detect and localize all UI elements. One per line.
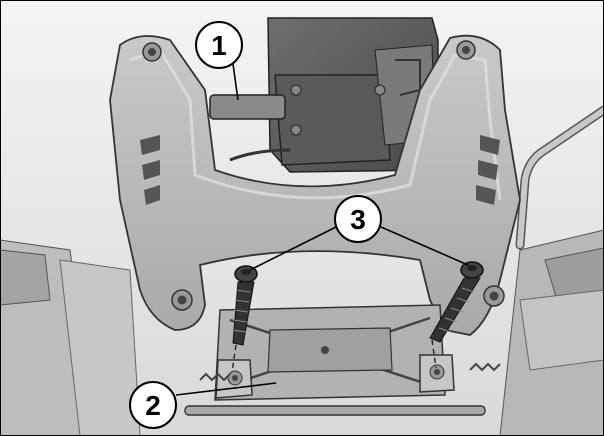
- leader-line-2: [175, 382, 277, 396]
- leader-line-3a: [249, 223, 343, 271]
- callout-2: 2: [129, 381, 177, 429]
- callout-2-label: 2: [145, 390, 161, 421]
- guide-line-right: [431, 339, 437, 369]
- guide-line-left: [231, 344, 237, 373]
- callout-1: 1: [195, 21, 243, 69]
- leader-line-3b: [373, 223, 469, 266]
- callout-3-label: 3: [350, 204, 366, 235]
- screw-right: [429, 261, 484, 343]
- main-bracket: [109, 34, 521, 336]
- leader-line-1: [232, 63, 239, 101]
- screw-left: [231, 265, 258, 346]
- control-unit: [209, 17, 439, 173]
- callout-3: 3: [334, 195, 382, 243]
- callout-1-label: 1: [211, 30, 227, 61]
- right-fairing: [499, 229, 604, 436]
- left-fairing: [0, 239, 141, 436]
